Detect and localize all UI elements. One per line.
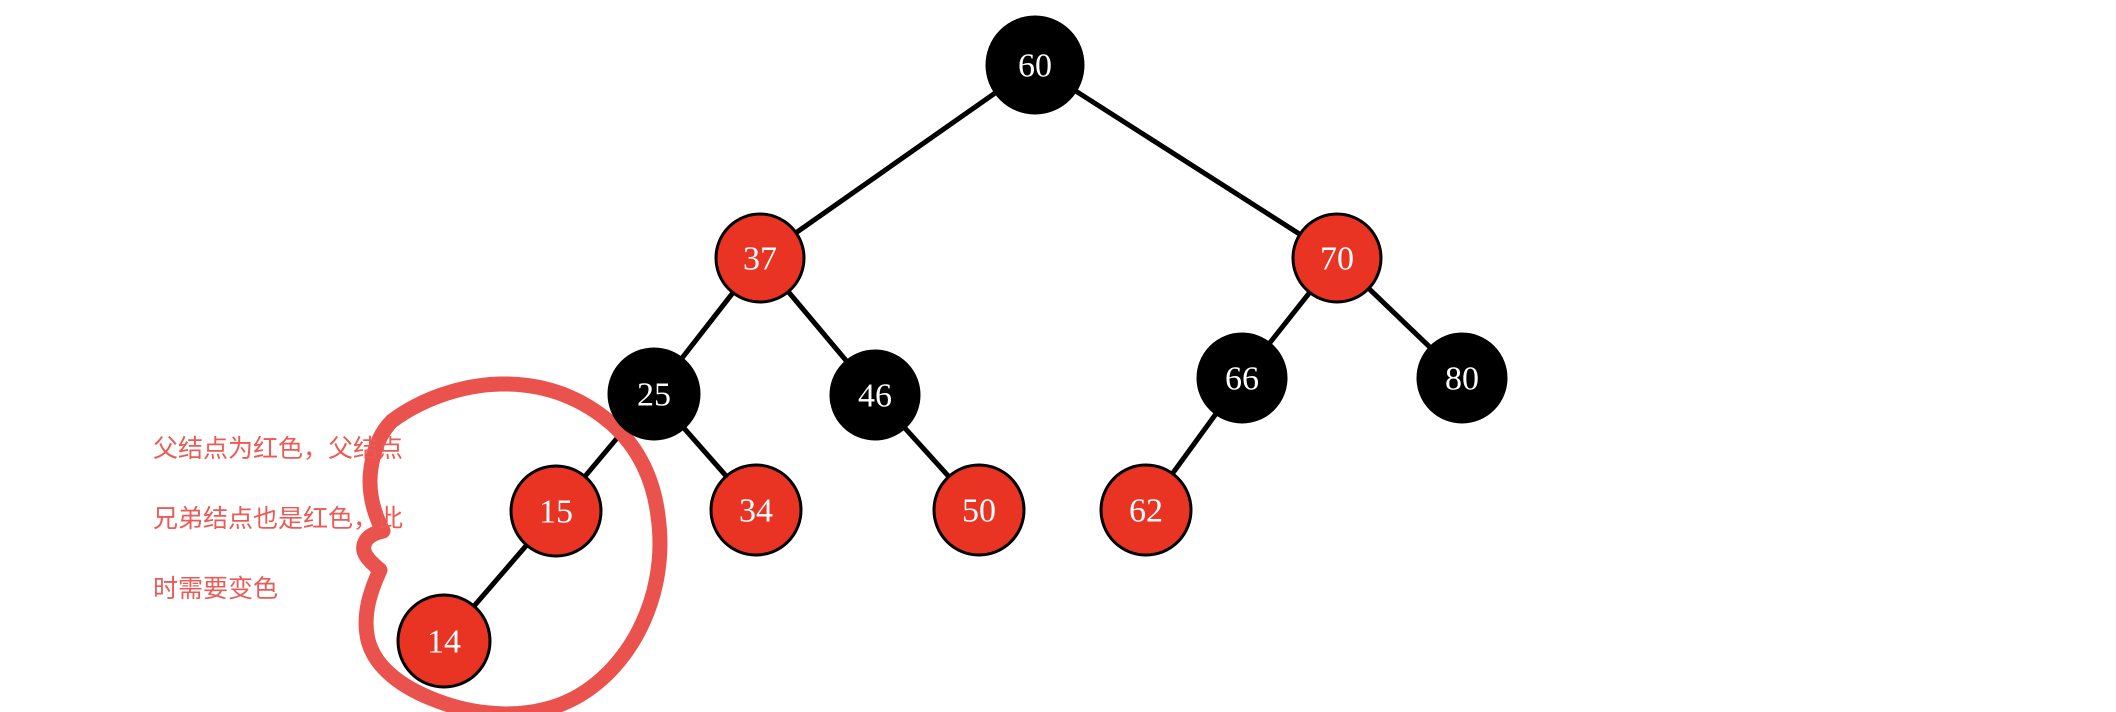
node-label: 34	[739, 493, 773, 530]
node-circle-red	[709, 463, 803, 557]
node-circle-black	[829, 349, 921, 441]
nodes-group: 60 37 70 25 46 66 80 15 34 50 62 14	[396, 15, 1508, 689]
node-label: 60	[1018, 48, 1052, 85]
node-circle-red	[1099, 463, 1193, 557]
annotation-highlight-group	[356, 376, 668, 712]
hand-drawn-ellipse-highlight	[356, 376, 668, 712]
node-label: 15	[539, 494, 573, 531]
tree-edge	[1364, 283, 1435, 353]
tree-node-66[interactable]: 66	[1196, 332, 1288, 424]
annotation-text-line-3: 时需要变色	[153, 574, 279, 603]
tree-node-34[interactable]: 34	[709, 463, 803, 557]
tree-edge	[791, 88, 1001, 238]
tree-edge	[677, 288, 738, 364]
node-label: 46	[858, 378, 892, 415]
annotation-text-line-1: 父结点为红色，父结点	[153, 434, 404, 463]
node-circle-red	[1291, 212, 1383, 304]
tree-node-25[interactable]: 25	[607, 347, 701, 441]
node-label: 80	[1445, 361, 1479, 398]
tree-node-62[interactable]: 62	[1099, 463, 1193, 557]
tree-node-50[interactable]: 50	[932, 463, 1026, 557]
tree-node-15[interactable]: 15	[509, 464, 603, 558]
node-label: 70	[1320, 241, 1354, 278]
node-circle-red	[714, 212, 806, 304]
tree-node-14[interactable]: 14	[396, 593, 492, 689]
tree-edge	[1070, 86, 1305, 239]
tree-edge	[469, 540, 532, 611]
node-label: 66	[1225, 361, 1259, 398]
annotation-text-line-2: 兄弟结点也是红色，此	[153, 504, 404, 533]
tree-edge	[1168, 408, 1221, 479]
node-label: 25	[637, 377, 671, 414]
node-label: 62	[1129, 493, 1163, 530]
node-label: 14	[427, 624, 461, 661]
node-circle-red	[932, 463, 1026, 557]
tree-node-80[interactable]: 80	[1416, 332, 1508, 424]
tree-node-70[interactable]: 70	[1291, 212, 1383, 304]
node-circle-red	[396, 593, 492, 689]
node-label: 37	[743, 241, 777, 278]
node-circle-black	[607, 347, 701, 441]
tree-edge	[899, 422, 954, 482]
edges-group	[469, 86, 1435, 611]
node-label: 50	[962, 493, 996, 530]
tree-node-60[interactable]: 60	[985, 15, 1085, 115]
tree-edge	[1264, 287, 1315, 349]
node-circle-black	[1196, 332, 1288, 424]
tree-node-46[interactable]: 46	[829, 349, 921, 441]
tree-edge	[679, 423, 731, 481]
tree-edge	[783, 287, 852, 366]
node-circle-red	[509, 464, 603, 558]
node-circle-black	[985, 15, 1085, 115]
tree-node-37[interactable]: 37	[714, 212, 806, 304]
node-circle-black	[1416, 332, 1508, 424]
annotation-text: 父结点为红色，父结点 兄弟结点也是红色，此 时需要变色	[153, 396, 463, 641]
